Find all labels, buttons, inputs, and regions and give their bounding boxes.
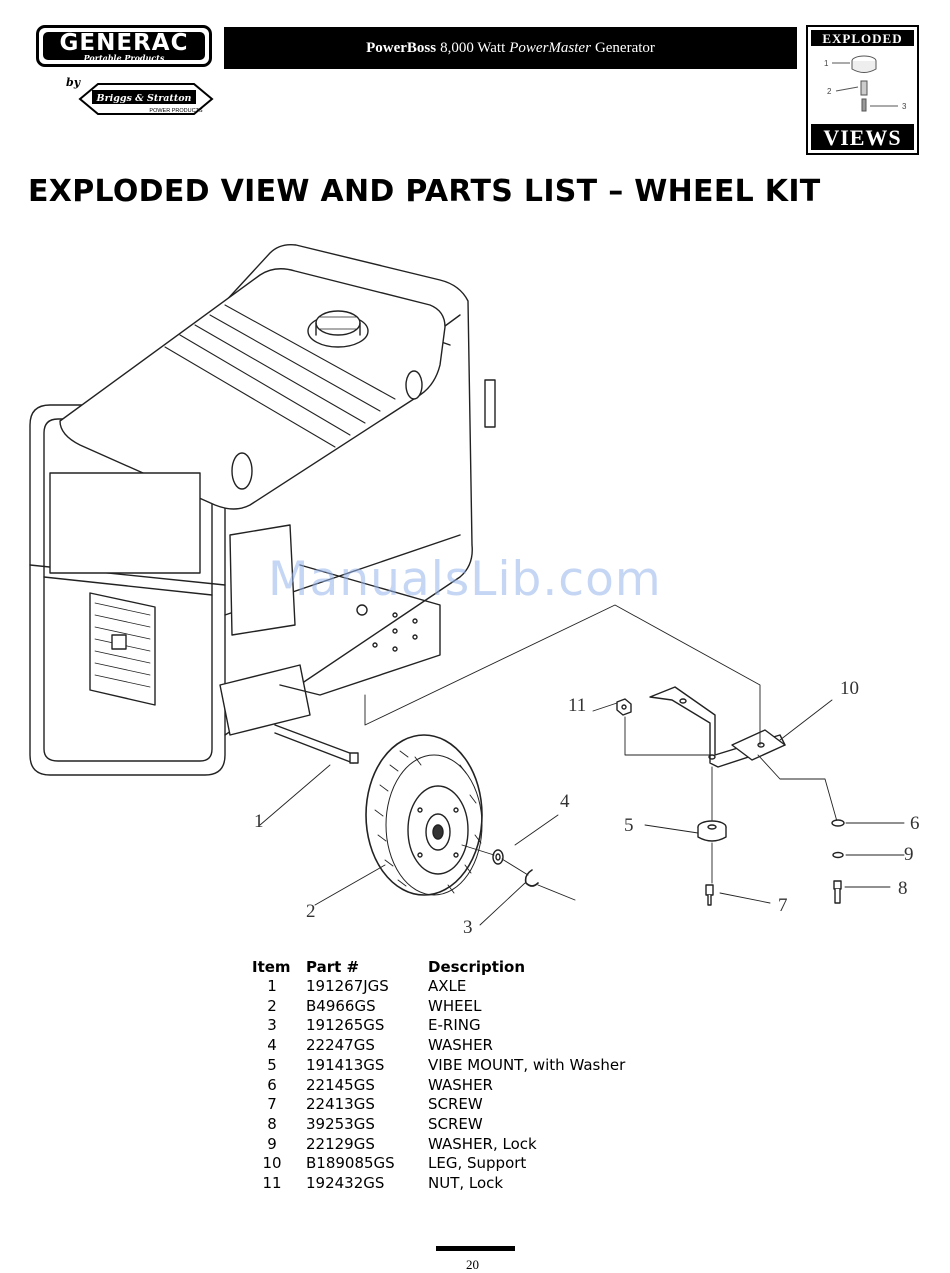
- header-item: Item: [252, 958, 291, 976]
- header-description: Description: [428, 958, 526, 976]
- part-description: NUT, Lock: [428, 1174, 504, 1193]
- leader-lines: [259, 604, 905, 926]
- briggs-stratton-logo: Briggs & Stratton POWER PRODUCTS: [78, 83, 214, 115]
- watermark: ManualsLib.com: [268, 552, 662, 607]
- part-number: 191413GS: [306, 1055, 385, 1074]
- part-number: 191267JGS: [306, 977, 389, 995]
- axle-illustration: [274, 724, 359, 764]
- part-number: 39253GS: [306, 1114, 375, 1133]
- part-number: B189085GS: [306, 1154, 395, 1173]
- item-number: 9: [267, 1134, 277, 1153]
- support-leg-illustration: [649, 686, 786, 768]
- screw-7-illustration: [705, 884, 714, 906]
- callout-11: 11: [568, 695, 586, 716]
- page-heading: EXPLODED VIEW AND PARTS LIST – WHEEL KIT: [28, 174, 821, 209]
- table-row: 8 39253GS SCREW: [252, 1115, 625, 1135]
- wheel-illustration: [365, 734, 483, 896]
- exploded-views-badge: EXPLODED 1 2 3 VIEWS: [806, 25, 919, 155]
- by-label: by: [66, 76, 81, 89]
- part-description: LEG, Support: [428, 1154, 527, 1173]
- callout-7: 7: [778, 895, 788, 916]
- page-number: 20: [466, 1257, 479, 1272]
- badge-illustration: 1 2 3: [824, 55, 907, 112]
- part-number: 22129GS: [306, 1134, 375, 1153]
- generac-brand: GENERAC: [59, 30, 189, 56]
- part-description: WASHER, Lock: [428, 1134, 537, 1153]
- right-hardware-illustration: [757, 754, 845, 904]
- callout-4: 4: [560, 791, 570, 812]
- callout-8: 8: [898, 878, 908, 899]
- exploded-view-diagram: 1 2 3 4 5 6 7 8 9 10 11: [29, 243, 920, 938]
- document-title-bar: PowerBoss 8,000 Watt PowerMaster Generat…: [224, 27, 797, 69]
- part-description: E-RING: [428, 1016, 481, 1035]
- part-number: 22413GS: [306, 1095, 375, 1114]
- item-number: 10: [262, 1154, 282, 1173]
- parts-list-table: Item Part # Description 1 191267JGS AXLE 2…: [252, 957, 625, 1194]
- part-description: WHEEL: [428, 996, 482, 1015]
- part-description: VIBE MOUNT, with Washer: [428, 1055, 626, 1074]
- item-number: 4: [267, 1036, 277, 1055]
- part-number: 192432GS: [306, 1174, 385, 1193]
- item-number: 2: [267, 996, 277, 1015]
- partner-sub: POWER PRODUCTS: [149, 108, 203, 114]
- callout-9: 9: [904, 844, 914, 865]
- generac-logo: GENERAC Portable Products: [36, 25, 212, 67]
- header-part: Part #: [306, 958, 360, 976]
- item-number: 5: [267, 1055, 277, 1074]
- table-row: 10 B189085GS LEG, Support: [252, 1154, 625, 1174]
- part-description: SCREW: [428, 1114, 483, 1133]
- table-row: 1 191267JGS AXLE: [252, 977, 625, 997]
- part-number: 22247GS: [306, 1036, 375, 1055]
- badge-top-label: EXPLODED: [810, 29, 915, 47]
- part-number: 22145GS: [306, 1075, 375, 1094]
- item-number: 3: [267, 1016, 277, 1035]
- badge-bottom-label: VIEWS: [810, 123, 915, 151]
- table-row: 11 192432GS NUT, Lock: [252, 1174, 625, 1194]
- table-row: 7 22413GS SCREW: [252, 1095, 625, 1115]
- item-number: 7: [267, 1095, 277, 1114]
- part-description: WASHER: [428, 1075, 493, 1094]
- badge-label-1: 1: [824, 59, 829, 68]
- part-number: B4966GS: [306, 996, 376, 1015]
- title-italic: PowerMaster: [509, 39, 591, 56]
- title-bold: PowerBoss: [366, 39, 437, 56]
- parts-header-row: Item Part # Description: [252, 957, 625, 977]
- table-row: 4 22247GS WASHER: [252, 1036, 625, 1056]
- part-number: 191265GS: [306, 1016, 385, 1035]
- table-row: 5 191413GS VIBE MOUNT, with Washer: [252, 1056, 625, 1076]
- footer-rule: [436, 1246, 515, 1251]
- table-row: 2 B4966GS WHEEL: [252, 997, 625, 1017]
- washer-eing-illustration: [461, 844, 576, 901]
- table-row: 3 191265GS E-RING: [252, 1016, 625, 1036]
- partner-name: Briggs & Stratton: [96, 93, 192, 104]
- table-row: 6 22145GS WASHER: [252, 1076, 625, 1096]
- badge-label-3: 3: [902, 102, 907, 111]
- callout-6: 6: [910, 813, 920, 834]
- vibe-mount-illustration: [697, 766, 727, 884]
- fuel-tank-illustration: [59, 268, 446, 510]
- title-regular: 8,000 Watt: [440, 39, 506, 56]
- item-number: 8: [267, 1114, 277, 1133]
- callout-1: 1: [254, 811, 264, 832]
- generac-logo-inner: GENERAC Portable Products: [43, 30, 205, 63]
- part-description: WASHER: [428, 1036, 493, 1055]
- table-row: 9 22129GS WASHER, Lock: [252, 1135, 625, 1155]
- callout-3: 3: [463, 917, 473, 938]
- badge-label-2: 2: [827, 87, 832, 96]
- item-number: 6: [267, 1075, 277, 1094]
- callout-2: 2: [306, 901, 316, 922]
- part-description: SCREW: [428, 1095, 483, 1114]
- callout-10: 10: [840, 678, 859, 699]
- item-number: 1: [267, 977, 277, 995]
- callout-5: 5: [624, 815, 634, 836]
- lock-nut-illustration: [616, 698, 711, 756]
- engine-illustration: [49, 379, 496, 736]
- item-number: 11: [262, 1174, 282, 1193]
- generac-brand-sub: Portable Products: [83, 53, 165, 63]
- part-description: AXLE: [428, 977, 467, 995]
- title-end: Generator: [594, 39, 655, 56]
